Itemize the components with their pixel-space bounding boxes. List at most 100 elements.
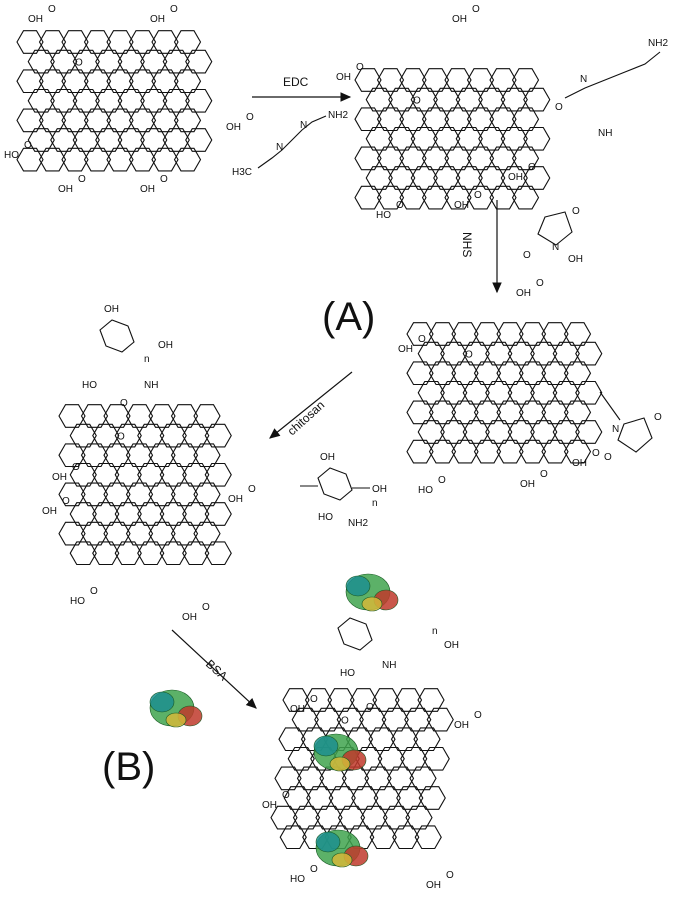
svg-text:O: O [170,4,178,15]
svg-text:O: O [523,250,531,261]
svg-text:OH: OH [452,14,467,25]
substituent-9: OHO [454,190,482,211]
svg-text:O: O [202,602,210,613]
svg-text:N: N [612,424,619,435]
svg-text:OH: OH [398,344,413,355]
substituent-20: OH O [182,602,210,623]
substituent-1: OH O [150,4,178,25]
substituent-16: OHO [52,462,80,483]
substituent-23: OH O [262,790,290,811]
svg-text:O: O [528,162,536,173]
substituent-18: OHO [42,496,70,517]
svg-text:OH: OH [320,452,335,463]
svg-text:NH2: NH2 [648,38,668,49]
svg-text:OH: OH [140,184,155,195]
svg-text:OH: OH [454,200,469,211]
svg-text:OH: OH [444,640,459,651]
svg-text:HO: HO [4,150,19,161]
svg-text:O: O [592,448,600,459]
svg-text:OH: OH [226,122,241,133]
svg-text:NH: NH [598,128,612,139]
svg-text:HO: HO [418,485,433,496]
svg-text:O: O [474,710,482,721]
bsa-protein-icon [313,733,367,772]
reagent-bsa-label: BSA [203,657,230,683]
svg-text:HO: HO [70,596,85,607]
svg-text:OH: OH [568,254,583,265]
bsa-protein-icon [345,573,399,612]
panel-b-label: (B) [102,745,155,789]
substituent-12: OH O [516,278,544,299]
svg-text:O: O [555,102,563,113]
svg-text:O: O [604,452,612,463]
reagent-chitosan-label: chitosan [285,398,328,438]
panel-a-label: (A) [322,295,375,339]
svg-text:OH: OH [516,288,531,299]
nhs-molecule-icon: O O N OH [523,206,583,265]
svg-text:NH2: NH2 [328,110,348,121]
svg-text:OH: OH [42,506,57,517]
svg-text:OH: OH [520,479,535,490]
substituent-3: HOO [4,140,32,161]
svg-text:O: O [356,62,364,73]
svg-text:O: O [536,278,544,289]
svg-text:O: O [120,398,128,409]
edc-adduct-chain: O N NH NH2 [555,38,668,139]
substituent-19: HO O [70,586,98,607]
substituent-21: OH O [290,694,318,715]
svg-text:OH: OH [262,800,277,811]
substituent-24: OHO [426,870,454,891]
svg-text:O: O [90,586,98,597]
chitosan-attached-icon: OH OH HO NH n O [82,304,173,409]
svg-text:O: O [654,412,662,423]
svg-text:OH: OH [104,304,119,315]
svg-text:n: n [144,354,150,365]
svg-text:HO: HO [290,874,305,885]
svg-text:O: O [413,96,421,107]
substituent-22: OH O [454,710,482,731]
svg-text:OH: OH [290,704,305,715]
substituent-5: OH O [140,174,168,195]
substituent-7: OHO [452,4,480,25]
svg-text:HO: HO [318,512,333,523]
svg-text:OH: OH [372,484,387,495]
svg-text:NH: NH [382,660,396,671]
svg-text:OH: OH [182,612,197,623]
svg-text:O: O [78,174,86,185]
svg-text:NH: NH [144,380,158,391]
svg-text:OH: OH [454,720,469,731]
svg-text:O: O [310,864,318,875]
bsa-protein-icon [315,829,369,868]
go-nhs-product-sheet-icon: O [406,322,603,464]
svg-text:O: O [117,432,125,443]
go-edc-product-sheet-icon: O [354,68,551,210]
svg-text:OH: OH [228,494,243,505]
substituent-15: HOO [418,475,446,496]
svg-text:N: N [300,120,307,131]
svg-text:O: O [465,350,473,361]
bsa-protein-icon [149,689,203,728]
svg-text:O: O [246,112,254,123]
svg-text:O: O [160,174,168,185]
svg-text:n: n [432,626,438,637]
substituent-17: OHO [228,484,256,505]
svg-text:O: O [310,694,318,705]
chitosan-final-icon: OH HO NH n O [337,617,459,713]
svg-text:N: N [276,142,283,153]
svg-text:HO: HO [376,210,391,221]
svg-text:n: n [372,498,378,509]
svg-text:OH: OH [158,340,173,351]
svg-text:O: O [282,790,290,801]
svg-text:OH: OH [58,184,73,195]
svg-text:N: N [552,242,559,253]
svg-text:O: O [366,702,374,713]
svg-text:OH: OH [52,472,67,483]
svg-text:NH2: NH2 [348,518,368,529]
substituent-14: OHO [520,469,548,490]
substituent-8: OHO [508,162,536,183]
svg-text:OH: OH [150,14,165,25]
graphene-oxide-sheet-icon: O [16,30,213,172]
svg-text:H3C: H3C [232,167,252,178]
svg-text:O: O [341,716,349,727]
